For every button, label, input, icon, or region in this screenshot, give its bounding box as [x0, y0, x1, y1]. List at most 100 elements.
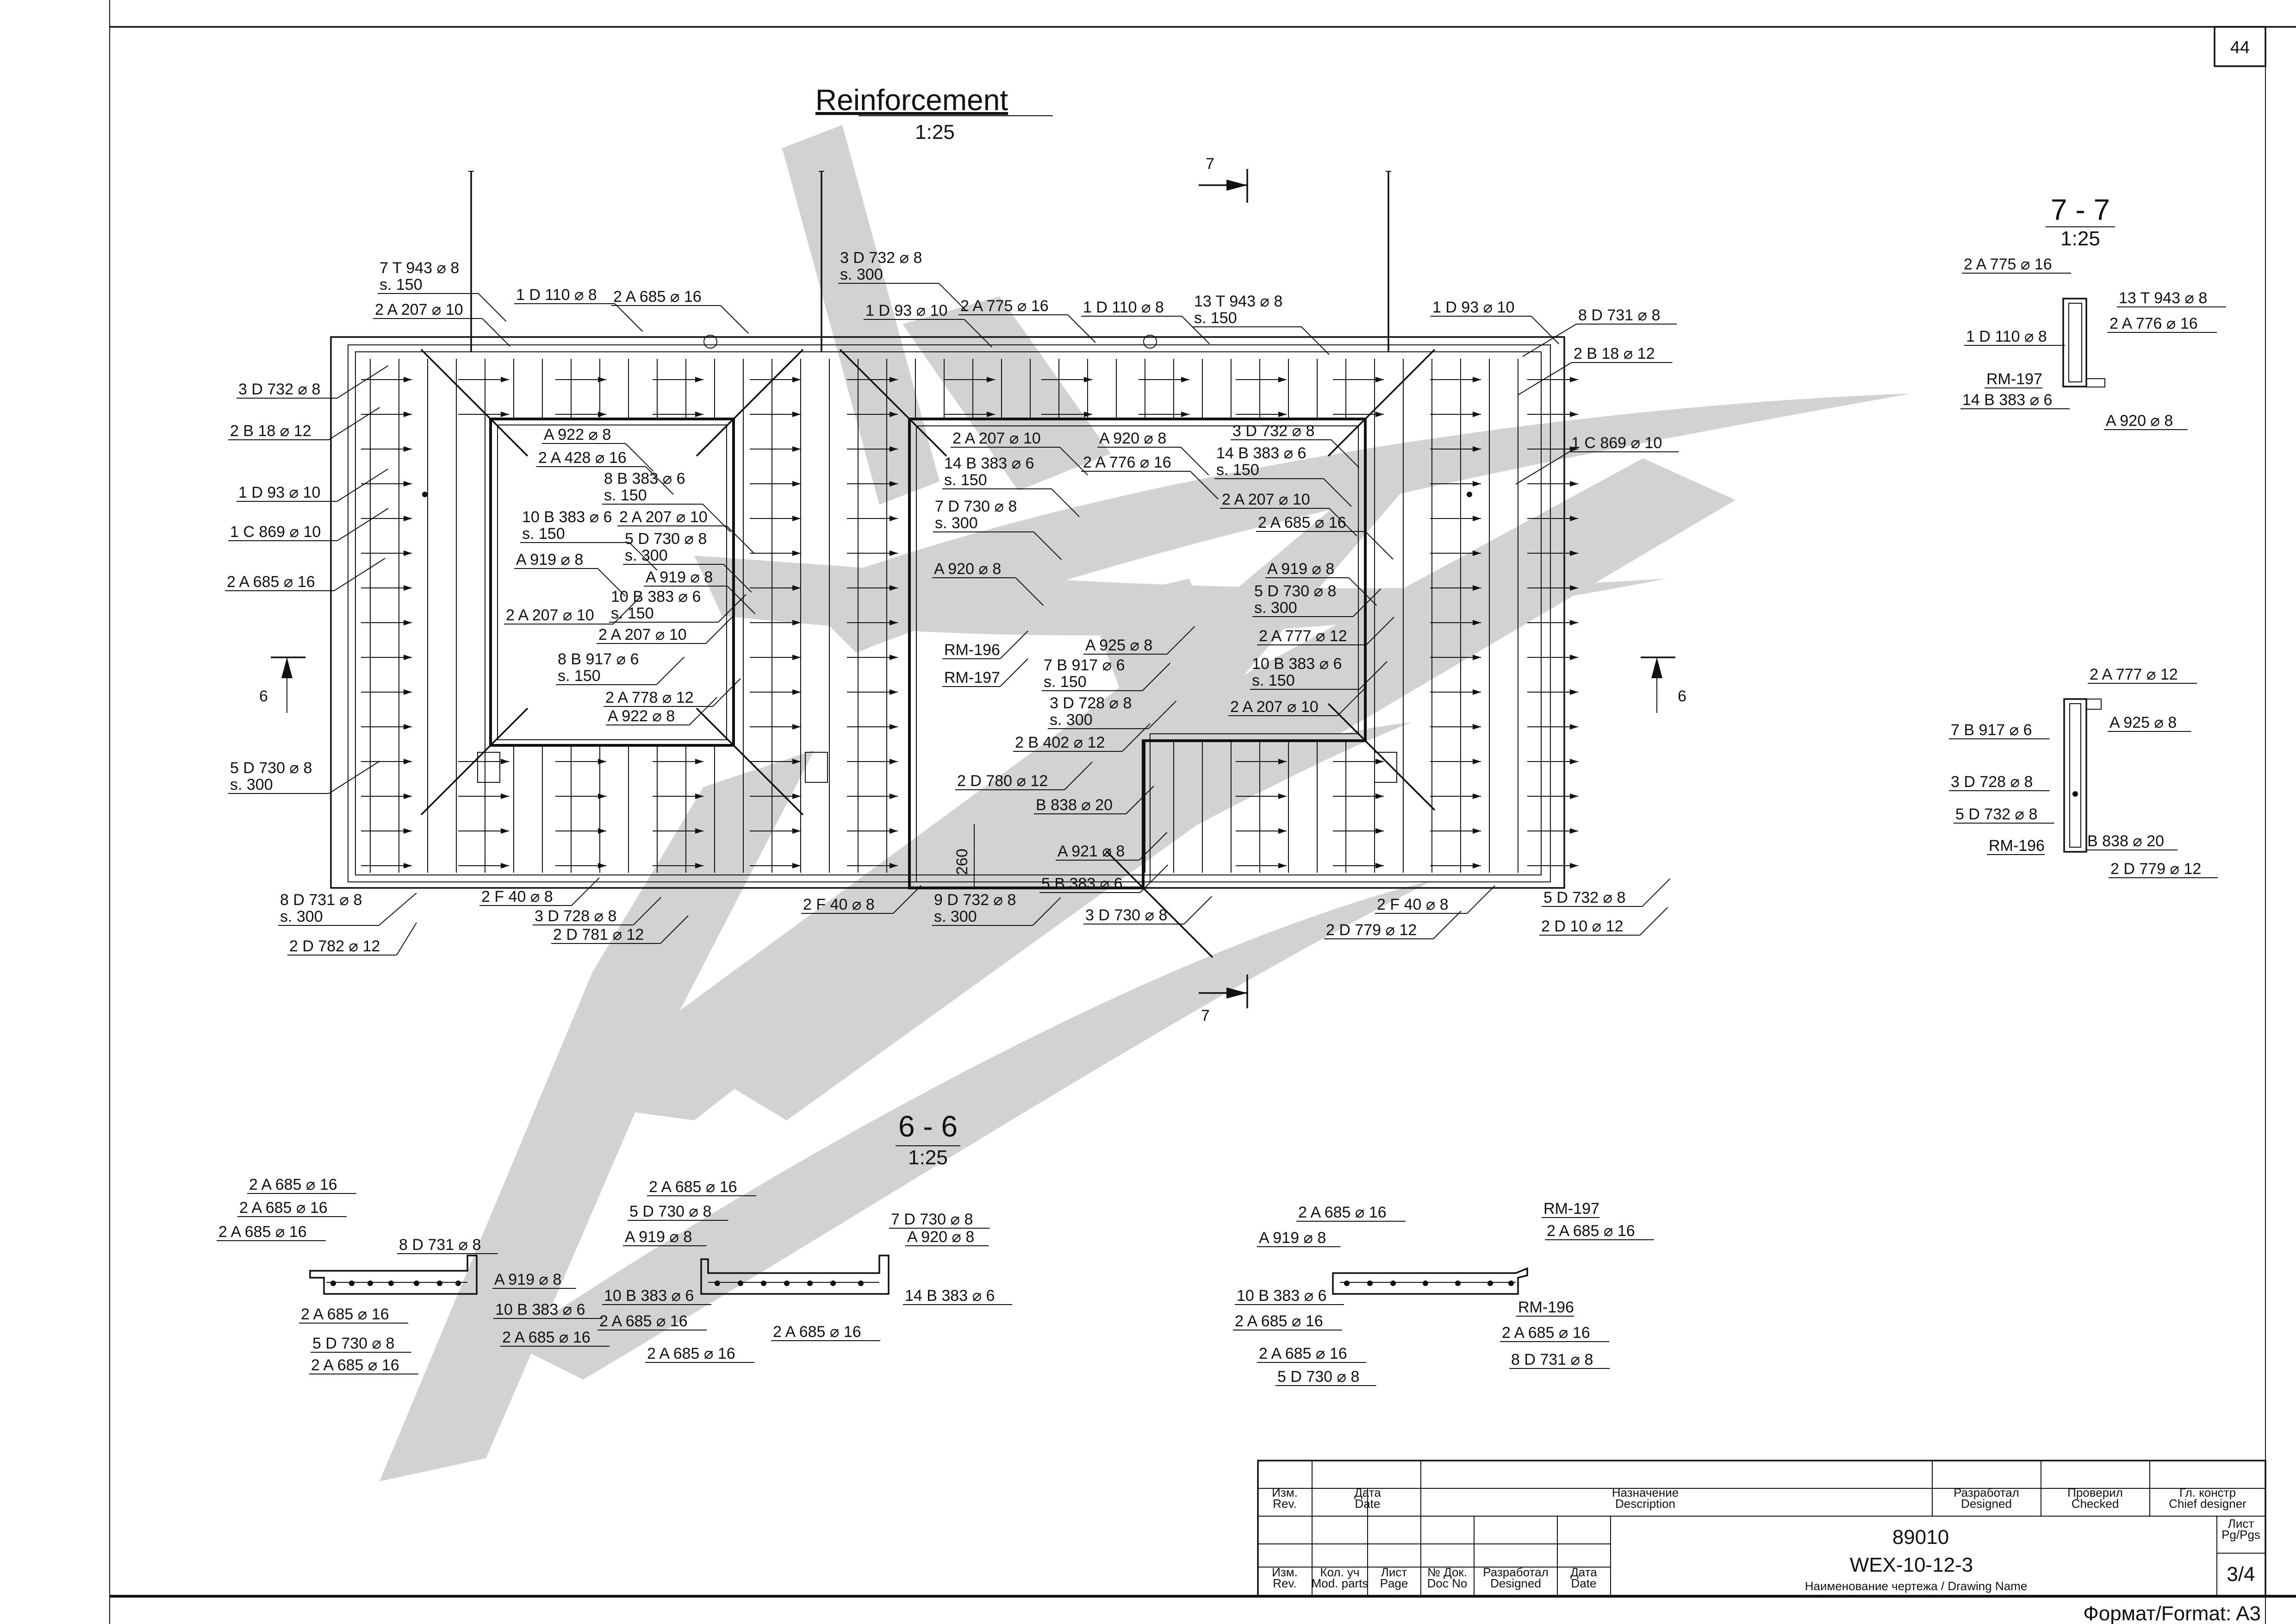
title-block-cell-doc-no: Doc No: [1427, 1576, 1468, 1590]
rebar-arrow: [501, 759, 509, 764]
rebar-arrow: [890, 828, 898, 834]
plan-label: 2 A 207 ⌀ 10: [951, 430, 1060, 448]
section-6-bar-dot: [738, 1280, 743, 1286]
rebar-diagonal: [696, 349, 804, 457]
plan-label: 8 B 383 ⌀ 6s. 150: [602, 470, 703, 505]
rebar-arrow: [987, 377, 995, 382]
plan-label-text: 1 D 110 ⌀ 8: [1083, 299, 1164, 316]
plan-label: A 921 ⌀ 8: [1056, 843, 1139, 861]
plan-label: 1 D 93 ⌀ 10: [1431, 299, 1531, 317]
plan-label-text: 8 B 917 ⌀ 6: [558, 650, 639, 668]
rebar-arrow: [890, 689, 898, 695]
section-6-label-text: 2 A 685 ⌀ 16: [1502, 1324, 1590, 1342]
rebar-arrow: [1570, 446, 1578, 452]
plan-scale: 1:25: [915, 121, 955, 144]
section-mark-6-right: 6: [1678, 687, 1686, 705]
plan-label: 2 B 18 ⌀ 12: [228, 422, 329, 440]
plan-label: 5 D 732 ⌀ 8: [1542, 889, 1643, 907]
plan-label-text: A 919 ⌀ 8: [1267, 560, 1334, 578]
rebar-arrow: [1473, 793, 1481, 799]
plan-label-text: 2 A 776 ⌀ 16: [1083, 454, 1171, 471]
rebar-arrow: [404, 377, 412, 382]
plan-label-text: 2 D 782 ⌀ 12: [289, 937, 380, 955]
plan-leader-line: [1148, 700, 1177, 729]
plan-spacing-text: s. 150: [1044, 673, 1087, 691]
section-6-label-text: 5 D 730 ⌀ 8: [1277, 1368, 1359, 1386]
rebar-arrow: [890, 793, 898, 799]
rebar-arrow: [404, 759, 412, 764]
rebar-arrow: [1570, 724, 1578, 730]
plan-label: 2 A 685 ⌀ 16: [1256, 514, 1365, 532]
plan-label: 7 T 943 ⌀ 8s. 150: [378, 259, 479, 294]
plan-label-text: 7 D 730 ⌀ 8: [935, 498, 1017, 515]
plan-leader-line: [705, 615, 734, 644]
plan-spacing-text: s. 150: [558, 667, 601, 685]
plan-leader-line: [1352, 588, 1381, 617]
plan-label-text: 2 D 779 ⌀ 12: [1326, 921, 1417, 939]
plan-leader-line: [336, 365, 389, 399]
plan-label-text: 2 A 207 ⌀ 10: [619, 508, 708, 526]
plan-spacing-text: s. 300: [625, 547, 668, 564]
plan-label: 2 D 779 ⌀ 12: [1324, 921, 1433, 939]
plan-leader-line: [1122, 723, 1151, 752]
section-7-label: 1 D 110 ⌀ 8: [1964, 328, 2065, 346]
plan-leader-line: [645, 466, 674, 495]
rebar-arrow: [1181, 412, 1189, 417]
section-6-label-text: 14 B 383 ⌀ 6: [905, 1287, 995, 1305]
rebar-arrow: [890, 446, 898, 452]
title-block-cell-date2: Дата: [1570, 1565, 1597, 1579]
plan-label: A 920 ⌀ 8: [1097, 430, 1181, 448]
title-block-cell-rev2: Изм.: [1272, 1565, 1298, 1579]
section-6-label: A 919 ⌀ 8: [623, 1228, 707, 1246]
section-6-label-text: 2 A 685 ⌀ 16: [1259, 1345, 1347, 1362]
plan-spacing-text: s. 150: [522, 525, 565, 543]
plan-label: 10 B 383 ⌀ 6s. 150: [520, 508, 629, 543]
section-6-label-text: RM-196: [1518, 1299, 1574, 1316]
section-7-7: [2046, 226, 2115, 853]
rebar-arrow: [404, 481, 412, 487]
section-6-bar-dot: [807, 1280, 813, 1286]
section-6-label: 10 B 383 ⌀ 6: [1235, 1287, 1344, 1305]
title-block-cell-description: Назначение: [1612, 1486, 1679, 1499]
plan-spacing-text: s. 300: [230, 776, 273, 793]
rebar-arrow: [695, 863, 703, 868]
plan-leader-line: [613, 596, 641, 625]
plan-leader-line: [1515, 451, 1570, 485]
plan-leader-line: [1531, 316, 1560, 344]
plan-leader-line: [1142, 662, 1171, 691]
section-6-label: 2 A 685 ⌀ 16: [299, 1305, 408, 1324]
plan-label: 2 D 780 ⌀ 12: [955, 772, 1064, 790]
title-block-cell-designed2: Designed: [1490, 1576, 1541, 1590]
title-block-cell-rev: Изм.: [1272, 1486, 1298, 1499]
rebar-arrow: [1570, 481, 1578, 487]
plan-label: 2 A 207 ⌀ 10: [617, 508, 727, 526]
rebar-arrow: [987, 412, 995, 417]
plan-label-text: 14 B 383 ⌀ 6: [1216, 444, 1306, 462]
rebar-arrow: [1570, 863, 1578, 868]
plan-label-text: A 919 ⌀ 8: [516, 551, 583, 568]
plan-label-text: 2 A 428 ⌀ 16: [538, 449, 627, 467]
plan-leader-line: [726, 525, 755, 554]
rebar-arrow: [598, 377, 606, 382]
plan-label: A 919 ⌀ 8: [514, 551, 598, 569]
title-block: [1257, 1460, 2266, 1597]
plan-label-text: 2 D 10 ⌀ 12: [1541, 918, 1623, 935]
rebar-arrow: [792, 759, 801, 764]
section-6-bar-dot: [1367, 1280, 1373, 1286]
section-6-label-text: 2 A 685 ⌀ 16: [647, 1345, 735, 1362]
plan-label-text: 5 D 730 ⌀ 8: [625, 530, 707, 548]
plan-leader-line: [1190, 471, 1219, 500]
section-6-title: 6 - 6: [898, 1110, 958, 1143]
plan-leader-line: [1359, 661, 1388, 690]
rebar-diagonal: [696, 707, 804, 816]
plan-label-text: 2 A 207 ⌀ 10: [952, 430, 1041, 447]
section-6-label: 2 A 685 ⌀ 16: [647, 1178, 756, 1196]
plan-leader-line: [1000, 631, 1028, 659]
plan-label-text: 7 T 943 ⌀ 8: [380, 259, 459, 277]
plan-leader-line: [1051, 488, 1080, 517]
section-6-label: 2 A 685 ⌀ 16: [217, 1223, 326, 1241]
rebar-arrow: [1570, 793, 1578, 799]
plan-leader-line: [396, 922, 417, 956]
section-6-label-text: A 920 ⌀ 8: [907, 1228, 974, 1246]
section-6-label: 2 A 685 ⌀ 16: [500, 1329, 610, 1347]
